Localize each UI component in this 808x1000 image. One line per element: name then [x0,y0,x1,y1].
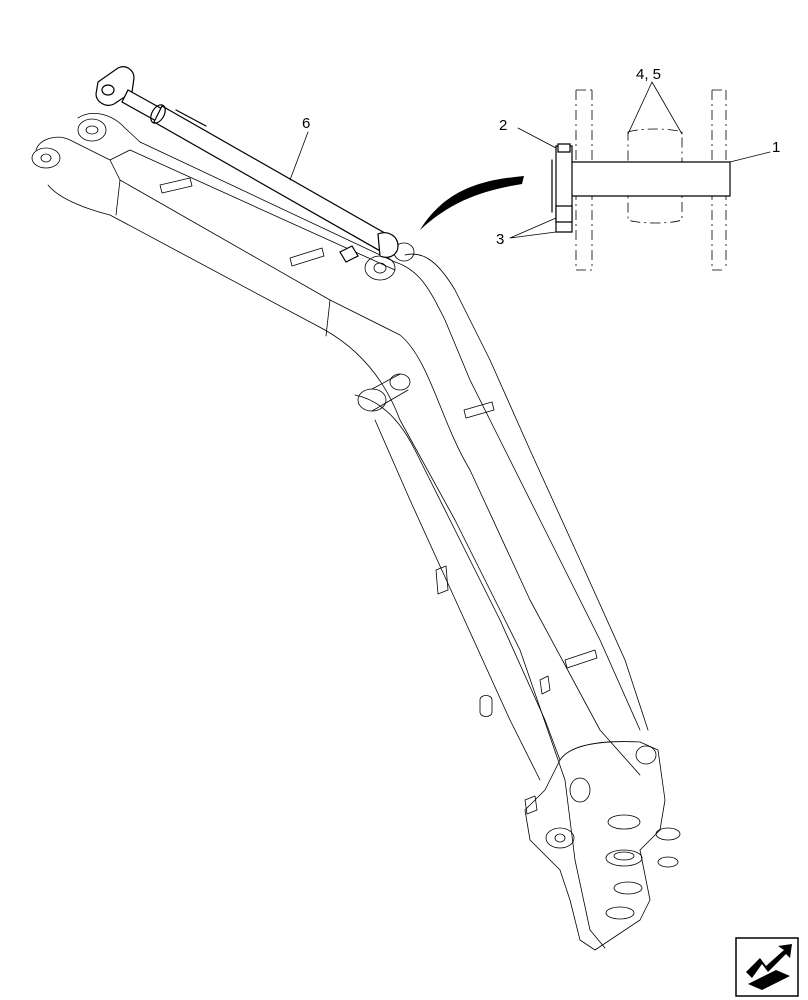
callout-3: 3 [496,231,504,248]
callout-2: 2 [499,117,507,134]
hydraulic-cylinder [95,66,399,263]
callout-4-5: 4, 5 [636,66,661,83]
callout-6: 6 [302,115,310,132]
callout-1: 1 [772,139,780,156]
excavator-arm [31,113,681,951]
pin-detail-view [420,89,731,271]
next-page-arrow-icon[interactable] [735,937,799,997]
callout-leaders [289,81,771,239]
